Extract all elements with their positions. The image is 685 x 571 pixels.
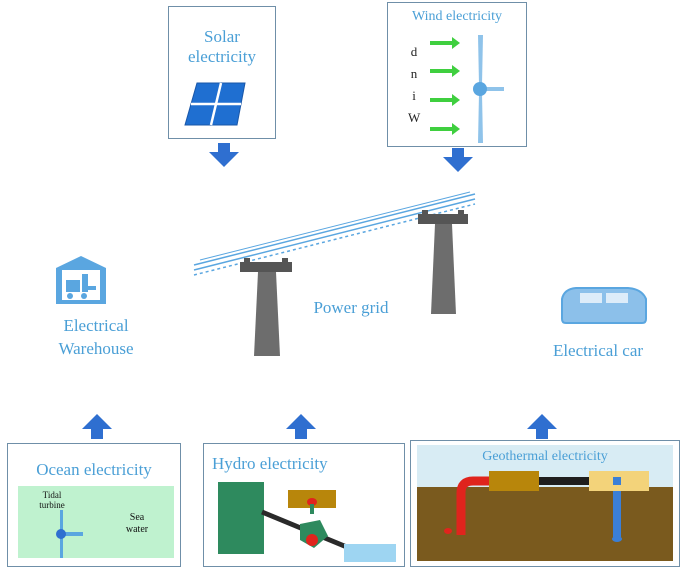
wind-down-arrow-icon [443, 148, 473, 172]
solar-title: Solar electricity [169, 27, 275, 66]
tidal-turbine-icon [56, 510, 83, 558]
warehouse-icon [56, 256, 106, 304]
wind-letter-n: d [410, 44, 418, 59]
warehouse-label: Electrical Warehouse [26, 314, 166, 360]
solar-electricity-box: Solar electricity [168, 6, 276, 139]
power-grid-towers-icon [193, 191, 476, 356]
solar-title-line1: Solar [204, 27, 240, 46]
wind-turbine-icon [473, 35, 504, 143]
geothermal-title: Geothermal electricity [482, 449, 608, 464]
tidal-turbine-label-line1: Tidal [42, 490, 62, 500]
wind-side-label: d n i W [408, 41, 420, 129]
sea-water-label-line1: Sea [129, 512, 145, 523]
tidal-turbine-label-line2: turbine [39, 500, 65, 510]
sea-water-area [18, 486, 174, 558]
wind-letter-w: W [408, 110, 421, 125]
wind-letter-w-mid: i [412, 88, 416, 103]
ocean-electricity-box: Ocean electricity Tidal turbine Sea wate… [7, 443, 181, 567]
sea-water-label: Sea water [120, 512, 154, 536]
solar-panel-icon [184, 82, 246, 126]
solar-title-line2: electricity [188, 46, 256, 66]
car-label: Electrical car [552, 341, 644, 360]
sea-water-label-line2: water [125, 524, 149, 535]
ocean-up-arrow-icon [82, 414, 112, 439]
warehouse-label-line1: Electrical [63, 316, 129, 335]
wind-title: Wind electricity [411, 9, 502, 24]
warehouse-label-line2: Warehouse [58, 339, 134, 358]
power-grid-label: Power grid [313, 298, 389, 317]
ocean-title: Ocean electricity [36, 460, 152, 479]
hydro-up-arrow-icon [286, 414, 316, 439]
geothermal-electricity-box: Geothermal electricity [410, 440, 680, 567]
solar-down-arrow-icon [209, 143, 239, 167]
wind-electricity-box: Wind electricity d n i W [387, 2, 527, 147]
hydro-electricity-box: Hydro electricity [203, 443, 405, 567]
geothermal-plant-icon [444, 471, 649, 542]
wind-letter-i: n [410, 66, 418, 81]
car-icon [561, 287, 647, 324]
wind-arrows-icon [430, 37, 460, 135]
hydro-title: Hydro electricity [212, 454, 328, 473]
geothermal-up-arrow-icon [527, 414, 557, 439]
hydro-plant-icon [218, 482, 396, 562]
tidal-turbine-label: Tidal turbine [30, 490, 74, 510]
